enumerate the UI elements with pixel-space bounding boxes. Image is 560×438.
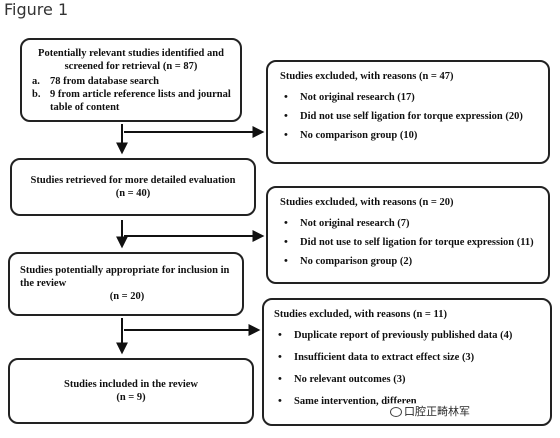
figure-label: Figure 1 — [4, 0, 69, 19]
included-box: Studies included in the review (n = 9) — [8, 358, 254, 424]
appropriate-title: Studies potentially appropriate for incl… — [20, 265, 230, 289]
watermark-text: 口腔正畸林军 — [404, 405, 470, 418]
excluded-3-title: Studies excluded, with reasons (n = 11) — [274, 309, 447, 320]
list-item: a. 78 from database search — [32, 76, 159, 87]
retrieved-title: Studies retrieved for more detailed eval… — [30, 175, 236, 186]
included-title: Studies included in the review — [64, 379, 198, 390]
list-item: Not original research (7) — [280, 217, 540, 230]
list-item: Same intervention, differen — [274, 395, 542, 408]
list-item: Insufficient data to extract effect size… — [274, 351, 542, 364]
watermark: 口腔正畸林军 — [388, 403, 472, 419]
excluded-1-reasons: Not original research (17) Did not use s… — [280, 91, 540, 142]
list-item: No comparison group (10) — [280, 129, 540, 142]
list-item: Did not use self ligation for torque exp… — [280, 110, 540, 123]
excluded-3-reasons: Duplicate report of previously published… — [274, 329, 542, 408]
excluded-box-3: Studies excluded, with reasons (n = 11) … — [262, 298, 552, 426]
identified-sources: a. 78 from database search b. 9 from art… — [28, 75, 234, 114]
retrieved-count: (n = 40) — [115, 188, 151, 199]
list-item: Duplicate report of previously published… — [274, 329, 542, 342]
identified-title: Potentially relevant studies identified … — [38, 48, 224, 72]
excluded-box-1: Studies excluded, with reasons (n = 47) … — [266, 60, 550, 164]
retrieved-box: Studies retrieved for more detailed eval… — [10, 158, 256, 216]
list-item: No relevant outcomes (3) — [274, 373, 542, 386]
excluded-1-title: Studies excluded, with reasons (n = 47) — [280, 71, 454, 82]
identified-box: Potentially relevant studies identified … — [20, 38, 242, 122]
excluded-2-title: Studies excluded, with reasons (n = 20) — [280, 197, 454, 208]
list-item: Not original research (17) — [280, 91, 540, 104]
excluded-box-2: Studies excluded, with reasons (n = 20) … — [266, 186, 550, 284]
included-count: (n = 9) — [116, 392, 146, 403]
appropriate-count: (n = 20) — [109, 291, 145, 302]
appropriate-box: Studies potentially appropriate for incl… — [8, 252, 244, 316]
wechat-icon — [390, 407, 402, 417]
list-item: Did not use to self ligation for torque … — [280, 236, 540, 249]
list-item: b. 9 from article reference lists and jo… — [32, 89, 231, 113]
excluded-2-reasons: Not original research (7) Did not use to… — [280, 217, 540, 268]
list-item: No comparison group (2) — [280, 255, 540, 268]
